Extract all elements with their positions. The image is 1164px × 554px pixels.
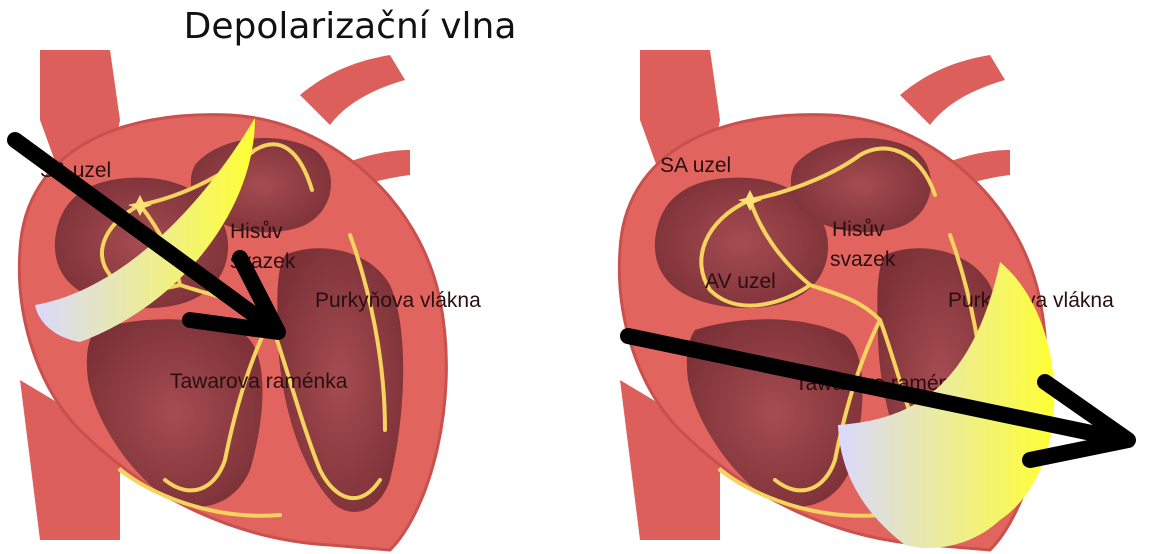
right-heart-panel: SA uzel Hisův svazek AV uzel Purkyňova v… bbox=[619, 50, 1128, 550]
left-label-tawara: Tawarova raménka bbox=[170, 370, 348, 393]
right-label-av-node: AV uzel bbox=[705, 270, 776, 293]
left-heart-panel: SA uzel Hisův svazek Purkyňova vlákna Ta… bbox=[15, 50, 481, 550]
right-label-sa-node: SA uzel bbox=[660, 154, 731, 177]
right-label-his-line2: svazek bbox=[830, 248, 896, 271]
right-label-his-line1: Hisův bbox=[832, 218, 885, 241]
left-label-his-line1: Hisův bbox=[230, 220, 283, 243]
left-label-purkyne: Purkyňova vlákna bbox=[315, 289, 481, 312]
